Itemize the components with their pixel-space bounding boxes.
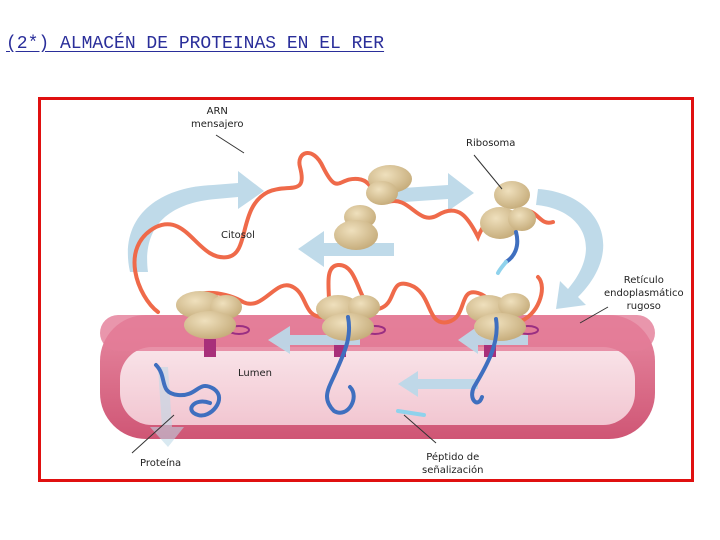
rer-protein-diagram (38, 97, 694, 482)
label-arn-line2: mensajero (191, 118, 244, 131)
label-lumen-text: Lumen (238, 368, 272, 379)
label-proteina: Proteína (140, 457, 181, 470)
label-citosol: Citosol (221, 229, 255, 242)
label-citosol-text: Citosol (221, 230, 255, 241)
page-title: (2*) ALMACÉN DE PROTEINAS EN EL RER (6, 34, 384, 54)
label-peptido-line2: señalización (422, 464, 484, 477)
label-ribosoma-text: Ribosoma (466, 138, 515, 149)
label-reticulo-line3: rugoso (604, 300, 684, 313)
label-lumen: Lumen (238, 367, 272, 380)
label-peptido-line1: Péptido de (422, 451, 484, 464)
label-reticulo-line2: endoplasmático (604, 287, 684, 300)
free-ribosome-2 (334, 205, 378, 250)
label-arn-mensajero: ARN mensajero (191, 105, 244, 131)
label-arn-line1: ARN (191, 105, 244, 118)
label-reticulo-line1: Retículo (604, 274, 684, 287)
er-cisterna (100, 315, 655, 439)
label-peptido-senalizacion: Péptido de señalización (422, 451, 484, 477)
label-proteina-text: Proteína (140, 458, 181, 469)
free-ribosome-3 (480, 181, 536, 239)
label-reticulo: Retículo endoplasmático rugoso (604, 274, 684, 313)
label-ribosoma: Ribosoma (466, 137, 515, 150)
